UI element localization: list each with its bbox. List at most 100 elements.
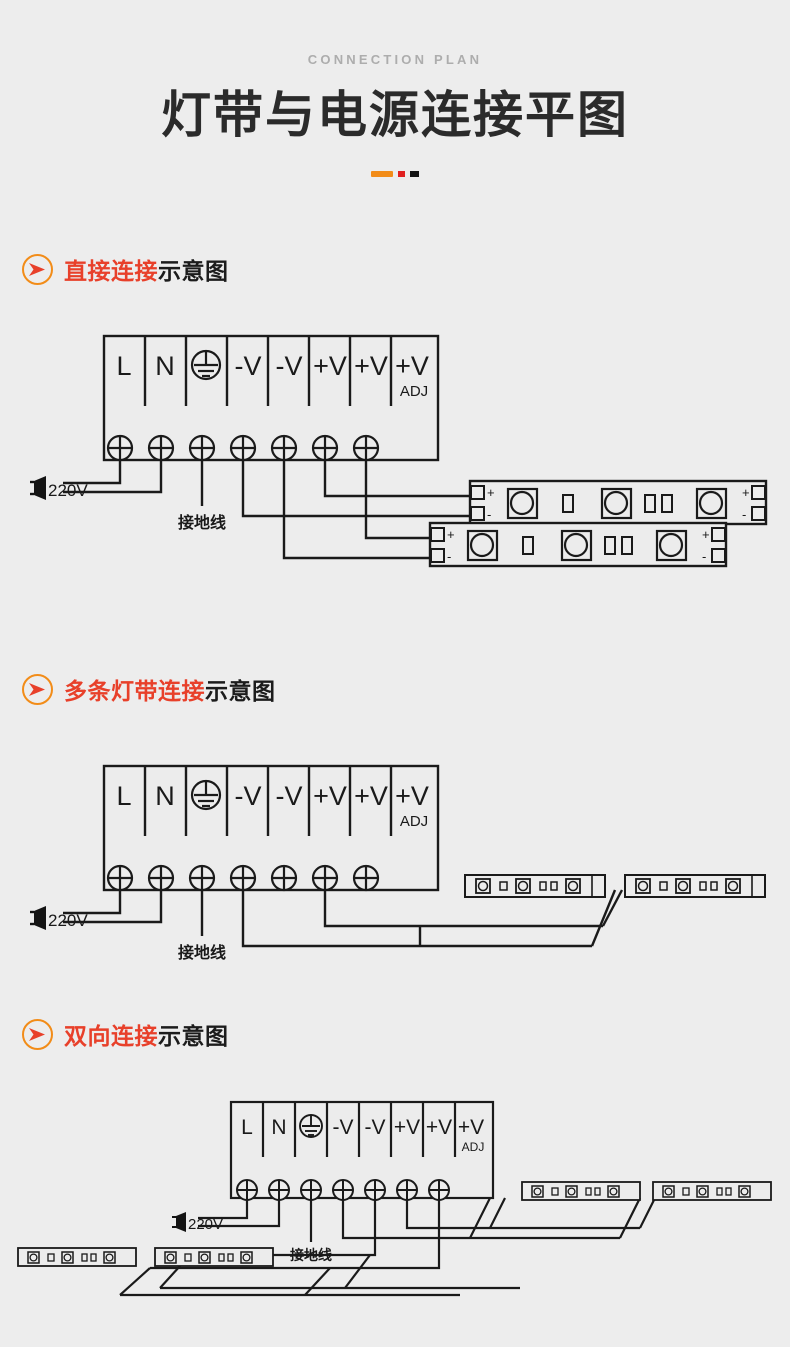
terminal-label-N: N (271, 1116, 286, 1139)
strip-negative-label: - (487, 507, 491, 522)
section-title-plain: 示意图 (158, 1023, 229, 1049)
wire-negV-strip1 (241, 460, 481, 518)
terminal-labels: L N -V -V +V +V +V ADJ (116, 351, 428, 400)
terminal-label-posV-2: +V (426, 1116, 452, 1139)
resistor (682, 1187, 690, 1196)
terminal-label-adj: ADJ (400, 813, 428, 830)
terminal-label-posV-2: +V (354, 351, 388, 381)
resistor (499, 881, 508, 891)
led-strip (154, 1247, 274, 1267)
terminal-label-posV-1: +V (394, 1116, 420, 1139)
screw-terminal (311, 864, 339, 892)
terminal-label-posV-1: +V (313, 351, 347, 381)
terminal-label-N: N (155, 781, 175, 811)
led-package (560, 529, 593, 562)
terminal-label-posV-1: +V (313, 781, 347, 811)
section-title-plain: 示意图 (205, 678, 276, 704)
terminal-label-negV-2: -V (365, 1116, 386, 1139)
plug-icon (30, 476, 46, 500)
title-divider (0, 170, 790, 177)
plug-icon (172, 1212, 186, 1232)
terminal-label-negV-2: -V (276, 781, 303, 811)
terminal-label-L: L (116, 351, 131, 381)
led-strip: + - + - (428, 521, 728, 568)
terminal-label-L: L (241, 1116, 253, 1139)
section-heading-bidirectional: 双向连接示意图 (22, 1017, 229, 1051)
wire-neutral (198, 1200, 281, 1228)
divider-square-black (410, 170, 419, 177)
led-package (655, 529, 688, 562)
wire-riser-right-3 (469, 1197, 491, 1239)
ground-wire-label: 接地线 (290, 1247, 332, 1263)
resistor (699, 881, 707, 891)
arrow-right-circle-icon (22, 253, 53, 285)
screw-terminal (352, 434, 380, 462)
led-strip (464, 874, 606, 898)
resistor (661, 494, 673, 513)
resistor (716, 1187, 723, 1196)
led-strip: + - + - (468, 479, 768, 526)
wire-negV-bus (241, 890, 592, 948)
led-package (635, 878, 651, 894)
arrow-right-circle-icon (22, 673, 53, 705)
wire-neutral (63, 890, 163, 924)
wire-riser-pos-1 (601, 889, 624, 927)
diagram-direct-connection: L N -V -V +V +V +V ADJ (30, 334, 768, 568)
led-package (506, 487, 539, 520)
strip-negative-label: - (702, 549, 706, 564)
resistor (550, 881, 558, 891)
led-package (675, 878, 691, 894)
resistor (218, 1253, 225, 1262)
screw-terminal (147, 434, 175, 462)
screw-terminal (270, 434, 298, 462)
led-strip (17, 1247, 137, 1267)
terminal-label-posV-adj: +V (458, 1116, 484, 1139)
strip-negative-label: - (742, 507, 746, 522)
screw-terminals (106, 434, 380, 462)
wire-negV-right (341, 1200, 620, 1240)
wire-group (119, 1197, 656, 1296)
diagram-multi-strip-connection: L N -V -V +V +V +V ADJ (30, 764, 766, 962)
section-title-highlight: 双向连接 (64, 1023, 158, 1049)
screw-terminal (396, 1179, 418, 1201)
wire-neutral (63, 460, 163, 494)
resistor (184, 1253, 192, 1262)
resistor (90, 1253, 97, 1262)
resistor (522, 536, 534, 555)
wire-riser-right-2 (639, 1197, 656, 1229)
resistor (562, 494, 574, 513)
terminal-label-negV-1: -V (235, 781, 262, 811)
page-title: 灯带与电源连接平图 (161, 87, 629, 143)
wire-posV-left (150, 1200, 441, 1270)
strip-negative-label: - (447, 549, 451, 564)
terminal-label-negV-1: -V (333, 1116, 354, 1139)
mains-voltage-label: 220V (48, 911, 88, 930)
terminal-label-adj: ADJ (462, 1140, 485, 1154)
screw-terminal (268, 1179, 290, 1201)
mains-voltage-label: 220V (48, 481, 88, 500)
wire-group (63, 460, 481, 560)
terminal-label-L: L (116, 781, 131, 811)
section-title-multi: 多条灯带连接示意图 (64, 672, 276, 706)
terminal-label-N: N (155, 351, 175, 381)
resistor (81, 1253, 88, 1262)
screw-terminal (428, 1179, 450, 1201)
resistor (725, 1187, 732, 1196)
screw-terminal (188, 434, 216, 462)
screw-terminal (188, 864, 216, 892)
led-package (198, 1251, 211, 1264)
strip-positive-label: + (487, 485, 495, 500)
resistor (621, 536, 633, 555)
mains-voltage-label: 220V (188, 1216, 223, 1233)
earth-ground-icon (190, 349, 222, 381)
terminal-label-posV-2: +V (354, 781, 388, 811)
diagram-bidirectional-connection: L N -V -V +V +V +V ADJ (17, 1100, 772, 1297)
led-package (565, 878, 581, 894)
section-heading-direct: 直接连接示意图 (22, 252, 229, 286)
led-package (565, 1185, 578, 1198)
resistor (594, 1187, 601, 1196)
terminal-label-posV-adj: +V (395, 781, 429, 811)
wire-live (63, 890, 122, 915)
resistor (710, 881, 718, 891)
section-heading-multi: 多条灯带连接示意图 (22, 672, 276, 706)
